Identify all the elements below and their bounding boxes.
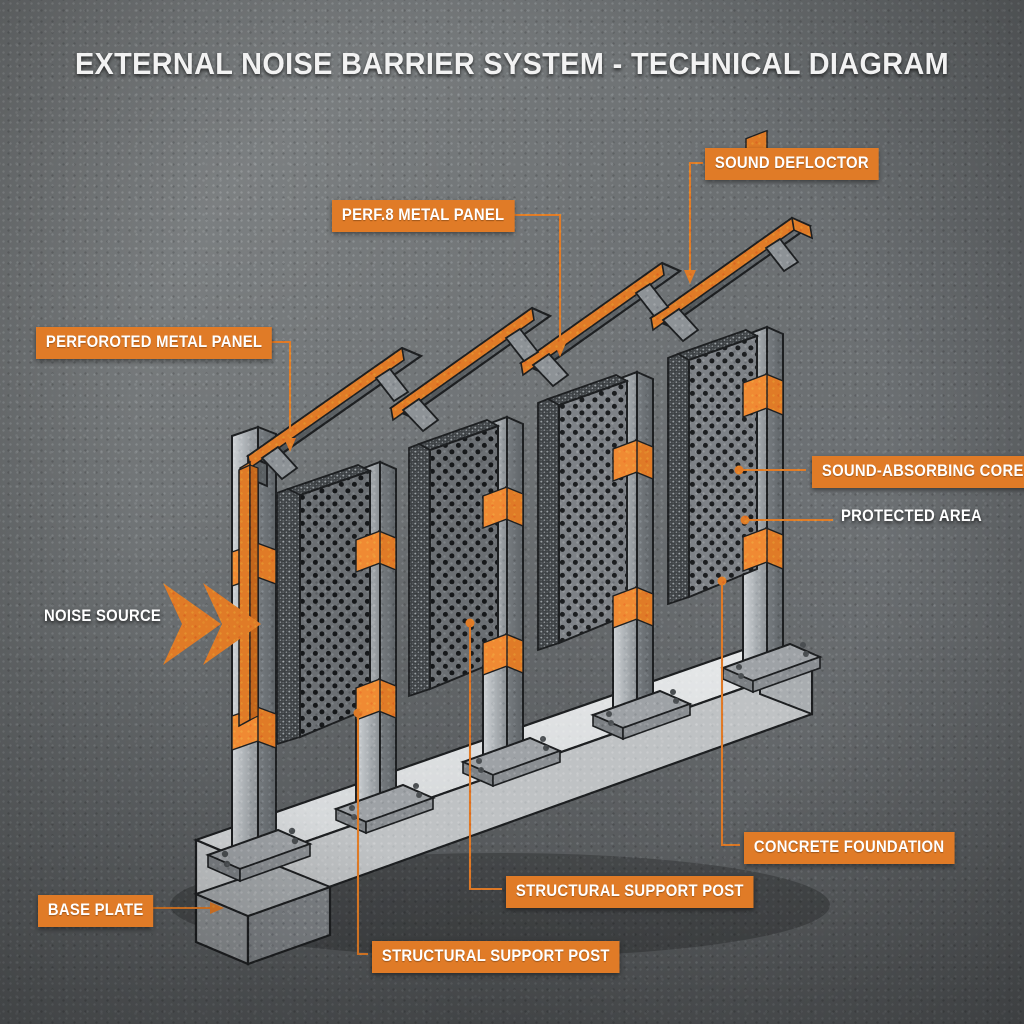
page-title: EXTERNAL NOISE BARRIER SYSTEM - TECHNICA… [74,46,950,81]
label-protected-area: PROTECTED AREA [841,507,983,525]
label-noise-source: NOISE SOURCE [44,607,162,625]
label-base-plate: BASE PLATE [38,895,154,927]
base-plate [720,642,823,694]
barrier-panel [408,419,501,698]
label-sound-absorbing-core: SOUND-ABSORBING CORE [812,456,1024,488]
base-plate [460,736,563,788]
base-plate [205,827,313,883]
barrier-panel [276,464,373,746]
barrier-panel [537,374,630,652]
left-edge-trim [238,463,259,728]
sound-deflector-blade [388,306,553,433]
label-perf-metal-panel: PERF.8 METAL PANEL [332,200,515,232]
label-perforated-metal-panel: PERFOROTED METAL PANEL [36,327,273,359]
barrier-panels-group [276,329,760,746]
label-structural-support-post-left: STRUCTURAL SUPPORT POST [372,941,620,973]
noise-source-arrows [163,583,261,665]
sound-deflector-blade [648,216,814,343]
base-plate [590,689,693,741]
leader-lines [140,161,833,956]
label-concrete-foundation: CONCRETE FOUNDATION [744,832,955,864]
label-sound-deflector: SOUND DEFLOCTOR [705,148,879,180]
label-structural-support-post-right: STRUCTURAL SUPPORT POST [506,876,754,908]
barrier-panel [667,329,760,606]
